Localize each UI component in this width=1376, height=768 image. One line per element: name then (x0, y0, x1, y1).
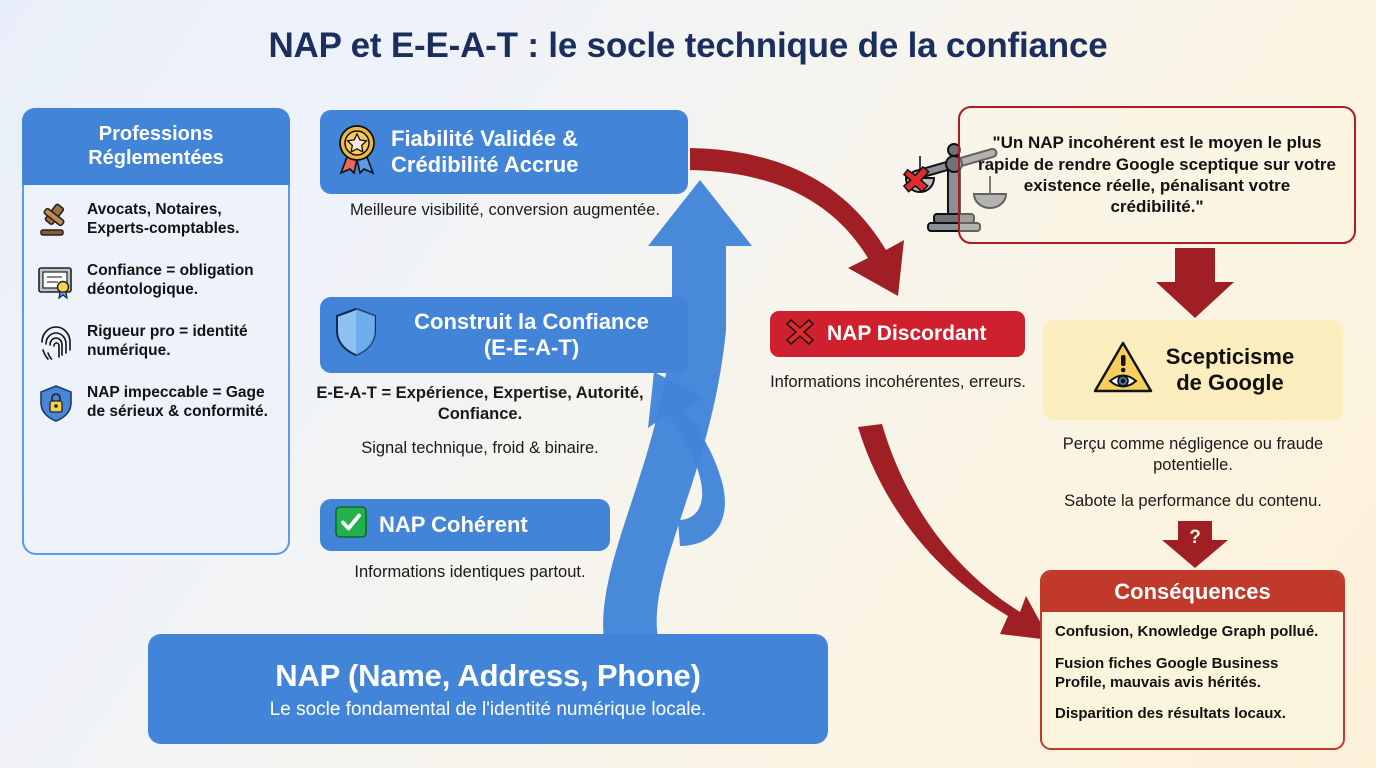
scepticisme-caption-1: Perçu comme négligence ou fraude potenti… (1062, 435, 1324, 474)
construit-line2: (E-E-A-T) (483, 335, 580, 360)
list-item: Fusion fiches Google Business Profile, m… (1055, 654, 1279, 691)
list-item: Rigueur pro = identité numérique. (34, 322, 276, 367)
nap-base-subtitle: Le socle fondamental de l'identité numér… (269, 698, 707, 720)
nap-coherent-caption: Informations identiques partout. (354, 563, 586, 581)
list-item: Confiance = obligation déontologique. (34, 261, 276, 306)
list-item: NAP impeccable = Gage de sérieux & confo… (34, 383, 276, 428)
consequences-list: Confusion, Knowledge Graph pollué. Fusio… (1042, 612, 1343, 724)
scepticisme-box: Scepticisme de Google (1043, 320, 1343, 420)
svg-text:?: ? (1189, 527, 1201, 548)
shield-icon (334, 307, 378, 363)
construit-caption: Signal technique, froid & binaire. (361, 439, 599, 457)
quote-text: "Un NAP incohérent est le moyen le plus … (977, 133, 1337, 217)
construit-caption-bold: E-E-A-T = Expérience, Expertise, Autorit… (316, 384, 644, 423)
fingerprint-icon (34, 322, 78, 367)
fiabilite-line2: Crédibilité Accrue (391, 152, 579, 177)
warning-eye-icon (1092, 339, 1154, 402)
quote-box: "Un NAP incohérent est le moyen le plus … (958, 106, 1356, 244)
nap-discordant-label: NAP Discordant (827, 321, 987, 345)
fiabilite-label: Fiabilité Validée & Crédibilité Accrue (391, 126, 578, 177)
certificate-icon (34, 261, 78, 306)
consequences-heading: Conséquences (1042, 572, 1343, 612)
construit-label: Construit la Confiance (E-E-A-T) (389, 309, 674, 360)
check-mark-icon (334, 505, 368, 545)
fiabilite-caption: Meilleure visibilité, conversion augment… (350, 201, 660, 219)
nap-coherent-label: NAP Cohérent (379, 512, 528, 538)
page-title: NAP et E-E-A-T : le socle technique de l… (268, 26, 1108, 65)
panel-heading-line1: Professions (98, 122, 214, 145)
list-item-label: Avocats, Notaires, Experts-comptables. (87, 201, 240, 237)
list-item-label: Rigueur pro = identité numérique. (87, 323, 248, 359)
scepticisme-caption-2: Sabote la performance du contenu. (1064, 492, 1322, 510)
scepticisme-label: Scepticisme de Google (1166, 344, 1294, 396)
construit-confiance-box: Construit la Confiance (E-E-A-T) (320, 297, 688, 373)
professions-panel-header: Professions Réglementées (22, 108, 290, 185)
panel-heading-line2: Réglementées (88, 146, 224, 169)
professions-list: Avocats, Notaires, Experts-comptables. C… (24, 190, 288, 444)
gavel-icon (34, 200, 78, 245)
list-item: Disparition des résultats locaux. (1055, 705, 1286, 723)
medal-icon (334, 123, 380, 181)
cross-mark-icon (784, 315, 816, 353)
list-item-label: Confiance = obligation déontologique. (87, 262, 254, 298)
consequences-box: Conséquences Confusion, Knowledge Graph … (1040, 570, 1345, 750)
list-item: Confusion, Knowledge Graph pollué. (1055, 623, 1319, 640)
scepticisme-line2: de Google (1176, 370, 1284, 395)
professions-panel: Professions Réglementées Avocats, Notair… (22, 108, 290, 555)
list-item-label: NAP impeccable = Gage de sérieux & confo… (87, 384, 268, 420)
fiabilite-line1: Fiabilité Validée & (391, 126, 579, 152)
nap-discordant-box: NAP Discordant (770, 311, 1025, 357)
nap-coherent-box: NAP Cohérent (320, 499, 610, 551)
scepticisme-line1: Scepticisme (1165, 344, 1295, 370)
fiabilite-box: Fiabilité Validée & Crédibilité Accrue (320, 110, 688, 194)
nap-discordant-caption: Informations incohérentes, erreurs. (770, 373, 1026, 391)
unbalanced-scale-icon (898, 128, 1010, 245)
list-item: Avocats, Notaires, Experts-comptables. (34, 200, 276, 245)
nap-base-box: NAP (Name, Address, Phone) Le socle fond… (148, 634, 828, 744)
construit-line1: Construit la Confiance (414, 309, 649, 335)
shield-lock-icon (34, 383, 78, 428)
nap-base-title: NAP (Name, Address, Phone) (275, 657, 701, 693)
